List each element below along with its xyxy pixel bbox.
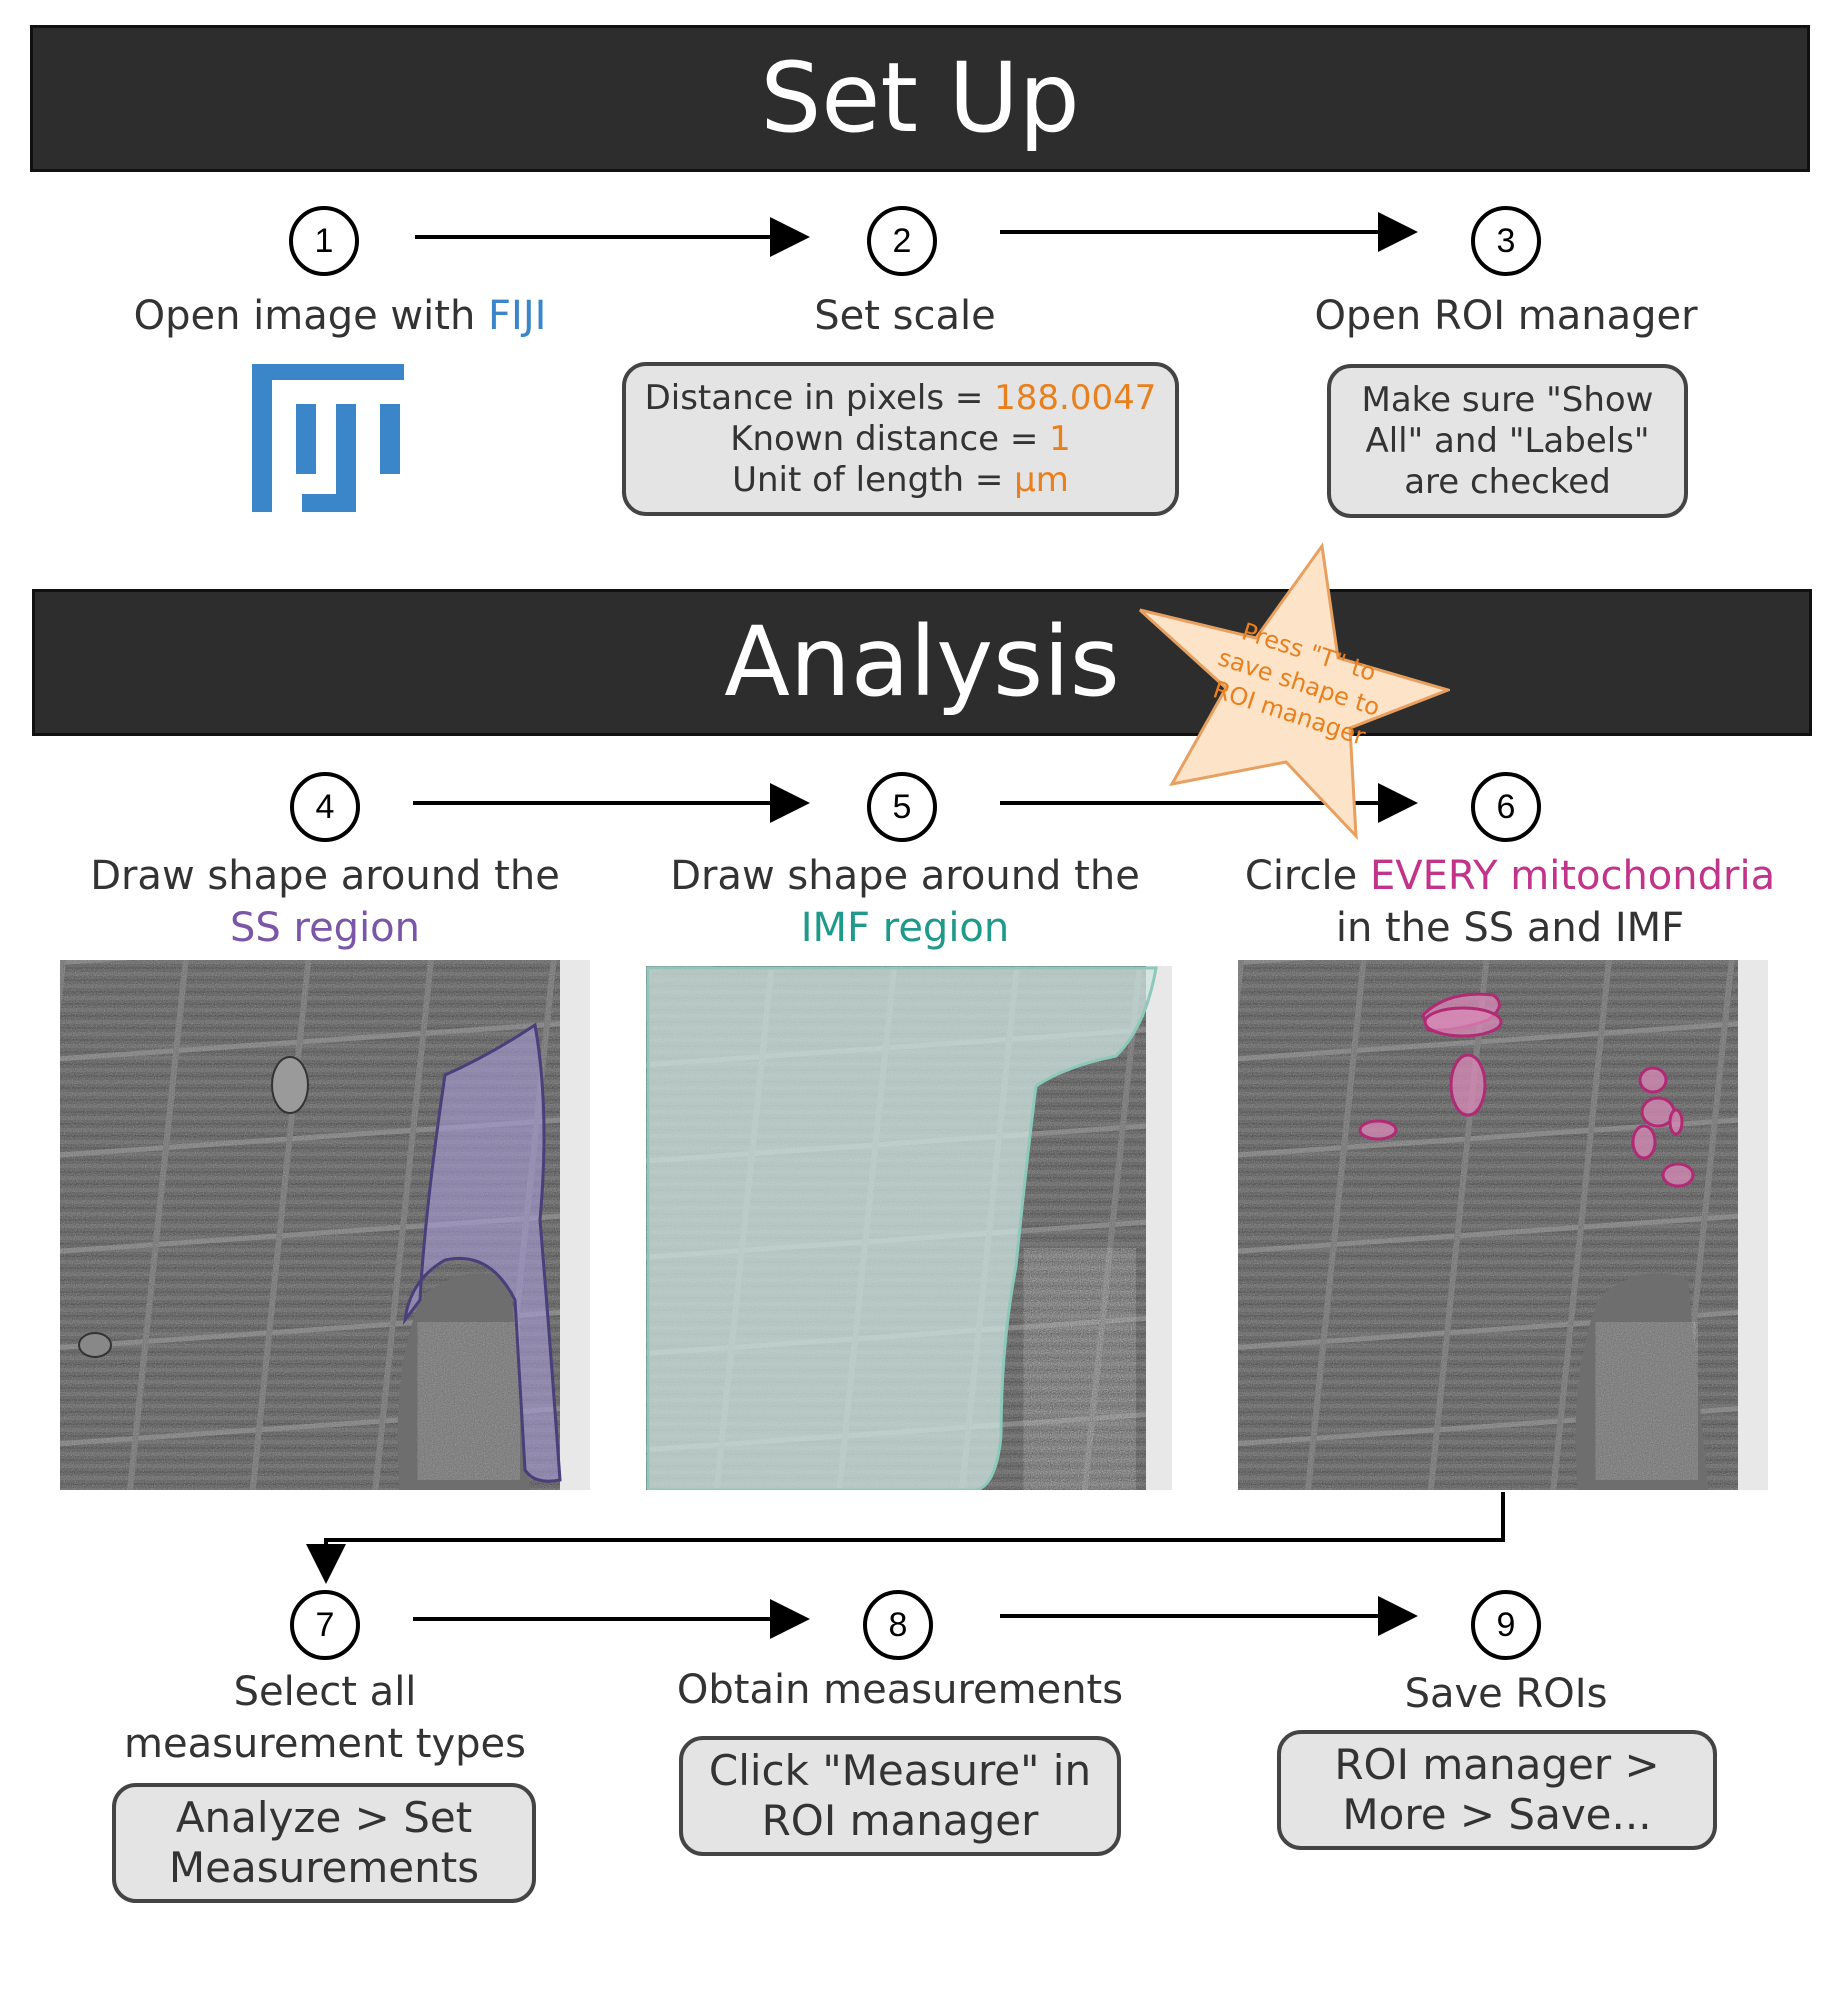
- step-4-number: 4: [290, 772, 360, 842]
- step-6-label-line-1: Circle EVERY mitochondria: [1220, 850, 1800, 902]
- star-note: Press "T" to save shape to ROI manager: [1138, 542, 1450, 840]
- step-3-number: 3: [1471, 206, 1541, 276]
- step-2-label: Set scale: [814, 293, 996, 339]
- fiji-logo-icon: [252, 364, 404, 512]
- measure-line-2: ROI manager: [761, 1796, 1039, 1845]
- roi-check-line-1: Make sure "Show: [1361, 379, 1654, 420]
- scale-known-line: Known distance = 1: [626, 419, 1175, 460]
- step-5-number: 5: [867, 772, 937, 842]
- step-9-number: 9: [1471, 1590, 1541, 1660]
- save-rois-line-2: More > Save...: [1342, 1790, 1652, 1839]
- micrograph-ss: [60, 960, 590, 1490]
- roi-check-line-2: All" and "Labels": [1365, 420, 1650, 461]
- step-1-label: Open image with FIJI: [80, 290, 600, 342]
- setup-title: Set Up: [760, 42, 1080, 154]
- step-6-label-prefix: Circle: [1244, 853, 1370, 899]
- scale-distance-value: 188.0047: [994, 377, 1157, 418]
- save-rois-line-1: ROI manager >: [1334, 1740, 1660, 1789]
- step-7-label-line-1: Select all: [233, 1669, 417, 1715]
- mitochondrion: [1661, 1162, 1695, 1188]
- step-1-label-prefix: Open image with: [133, 293, 489, 339]
- scale-known-value: 1: [1049, 418, 1071, 459]
- step-6-number: 6: [1471, 772, 1541, 842]
- mitochondrion: [1668, 1108, 1684, 1136]
- analysis-title: Analysis: [724, 606, 1120, 718]
- step-8-box: Click "Measure" in ROI manager: [679, 1736, 1121, 1856]
- measure-line-1: Click "Measure" in: [708, 1746, 1092, 1795]
- roi-check-line-3: are checked: [1404, 461, 1611, 502]
- imf-region-outline: [646, 966, 1158, 1490]
- step-4-label-line-1: Draw shape around the: [90, 853, 560, 899]
- star-icon: [1138, 542, 1450, 840]
- micrograph-mitochondria: [1238, 960, 1768, 1490]
- mitochondrion: [1631, 1124, 1657, 1160]
- mitochondrion: [1449, 1053, 1487, 1117]
- set-measurements-line-2: Measurements: [168, 1843, 480, 1892]
- step-6-label-line-2: in the SS and IMF: [1335, 905, 1685, 951]
- step-6-label: Circle EVERY mitochondria in the SS and …: [1220, 850, 1800, 954]
- step-2-number: 2: [867, 206, 937, 276]
- step-2-box: Distance in pixels = 188.0047 Known dist…: [622, 362, 1179, 516]
- step-5-label-imf: IMF region: [800, 905, 1010, 951]
- mitochondrion: [1423, 1006, 1503, 1038]
- set-measurements-line-1: Analyze > Set: [175, 1793, 473, 1842]
- ss-region-outline: [402, 1022, 562, 1483]
- scale-known-label: Known distance =: [730, 418, 1050, 459]
- step-7-number: 7: [290, 1590, 360, 1660]
- mitochondrion: [1358, 1119, 1398, 1141]
- scale-distance-label: Distance in pixels =: [644, 377, 995, 418]
- step-4-label: Draw shape around the SS region: [60, 850, 590, 954]
- setup-banner: Set Up: [30, 25, 1810, 172]
- step-7-box: Analyze > Set Measurements: [112, 1783, 536, 1903]
- step-9-box: ROI manager > More > Save...: [1277, 1730, 1717, 1850]
- analysis-banner: Analysis: [32, 589, 1812, 736]
- step-7-label: Select all measurement types: [80, 1666, 570, 1770]
- scale-unit-label: Unit of length =: [732, 459, 1015, 500]
- scale-unit-value: µm: [1014, 459, 1069, 500]
- step-5-label-line-1: Draw shape around the: [670, 853, 1140, 899]
- step-6-label-highlight: EVERY mitochondria: [1369, 853, 1776, 899]
- step-1-number: 1: [289, 206, 359, 276]
- scale-distance-line: Distance in pixels = 188.0047: [626, 378, 1175, 419]
- step-3-label: Open ROI manager: [1314, 293, 1698, 339]
- step-5-label: Draw shape around the IMF region: [640, 850, 1170, 954]
- step-4-label-ss: SS region: [230, 905, 420, 951]
- step-8-number: 8: [863, 1590, 933, 1660]
- step-7-label-line-2: measurement types: [124, 1721, 526, 1767]
- step-9-label: Save ROIs: [1404, 1671, 1608, 1717]
- arrow-6-to-7: [306, 1492, 1505, 1584]
- step-1-label-fiji: FIJI: [488, 293, 547, 339]
- step-8-label: Obtain measurements: [676, 1667, 1124, 1713]
- micrograph-imf: [646, 966, 1172, 1490]
- mitochondrion: [1638, 1066, 1668, 1094]
- scale-unit-line: Unit of length = µm: [626, 460, 1175, 501]
- step-3-box: Make sure "Show All" and "Labels" are ch…: [1327, 364, 1688, 518]
